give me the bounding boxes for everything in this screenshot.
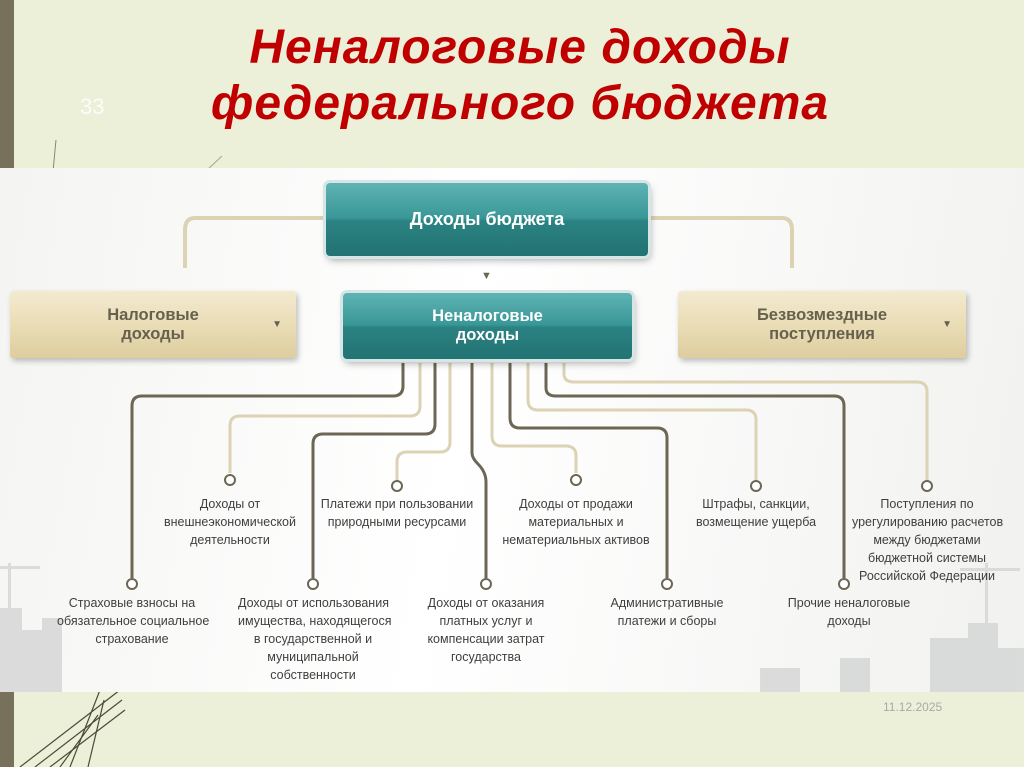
branch-nontax-label: Неналоговые доходы [432, 307, 543, 344]
chevron-down-icon: ▼ [942, 319, 952, 330]
chevron-down-icon: ▼ [272, 319, 282, 330]
leaf-administrative-fees: Административные платежи и сборы [610, 596, 724, 628]
branch-gratuitous-label: Безвозмездные поступления [756, 305, 888, 343]
branch-nontax-income: Неналоговые доходы [343, 293, 632, 359]
city-silhouette [0, 563, 1024, 692]
diagram-panel: Доходы бюджета ▼ Налоговые доходы ▼ Нена… [0, 168, 1024, 692]
arrow-down-icon: ▼ [481, 270, 492, 282]
node-markers [126, 474, 933, 590]
root-node-budget-income: Доходы бюджета [326, 183, 648, 256]
branch-gratuitous-receipts: Безвозмездные поступления ▼ [678, 291, 966, 358]
slide-title: Неналоговые доходы федерального бюджета [140, 20, 900, 132]
leaf-property-use: Доходы от использования имущества, наход… [238, 596, 392, 682]
branch-tax-label: Налоговые доходы [107, 305, 199, 343]
slide-number: 33 [80, 94, 105, 119]
leaf-interbudget-settlements: Поступления по урегулированию расчетов м… [852, 497, 1004, 583]
leaf-other-nontax: Прочие неналоговые доходы [787, 596, 911, 628]
slide-date: 11.12.2025 [883, 700, 943, 714]
connector-lines [0, 216, 1024, 692]
leaf-paid-services: Доходы от оказания платных услуг и компе… [427, 596, 545, 664]
leaf-fines: Штрафы, санкции, возмещение ущерба [695, 497, 817, 529]
title-line-2: федерального бюджета [210, 77, 830, 130]
leaf-foreign-trade: Доходы от внешнеэкономической деятельнос… [163, 497, 296, 547]
leaf-insurance-contributions: Страховые взносы на обязательное социаль… [57, 596, 210, 646]
title-line-1: Неналоговые доходы [249, 21, 791, 74]
leaf-asset-sales: Доходы от продажи материальных и нематер… [502, 497, 650, 547]
leaf-natural-resources: Платежи при пользовании природными ресур… [320, 497, 474, 529]
branch-tax-income: Налоговые доходы ▼ [10, 291, 296, 358]
root-label: Доходы бюджета [409, 209, 565, 229]
